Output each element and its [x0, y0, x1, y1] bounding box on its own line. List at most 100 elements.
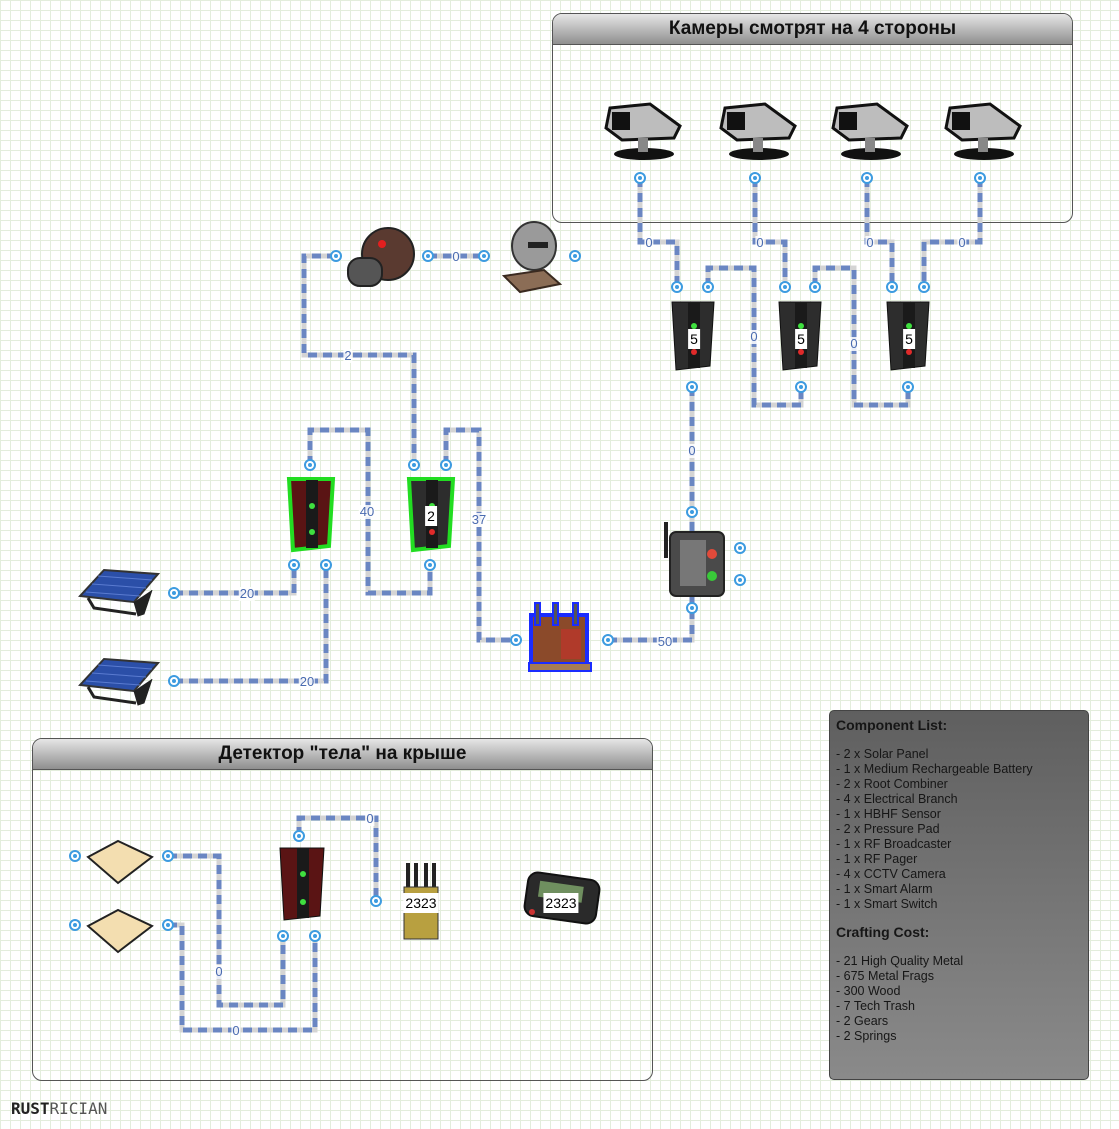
root-combiner-icon: [286, 477, 336, 553]
smart-alarm[interactable]: [500, 218, 564, 301]
wire-label-cam1: 0: [644, 235, 654, 250]
port-cam3-out[interactable]: [861, 172, 873, 184]
port-alarm-in[interactable]: [478, 250, 490, 262]
port-combiner2-in1[interactable]: [277, 930, 289, 942]
port-pad1-out[interactable]: [162, 850, 174, 862]
port-branch2-out[interactable]: [795, 381, 807, 393]
port-pad1-in[interactable]: [69, 850, 81, 862]
port-branch1-in2[interactable]: [702, 281, 714, 293]
component-list-item: - 1 x Smart Alarm: [836, 882, 933, 896]
port-solar2-out[interactable]: [168, 675, 180, 687]
port-solar1-out[interactable]: [168, 587, 180, 599]
port-battery-out[interactable]: [602, 634, 614, 646]
wire-branch-to-battery[interactable]: [443, 427, 516, 643]
wire-label-pad2: 0: [231, 1023, 241, 1038]
root-combiner-1[interactable]: [286, 476, 336, 559]
group-cameras-title: Камеры смотрят на 4 стороны: [553, 14, 1072, 45]
solar-panel-1[interactable]: [77, 566, 161, 625]
port-cam4-out[interactable]: [974, 172, 986, 184]
medium-rechargeable-battery[interactable]: [527, 601, 595, 678]
component-list-item: - 1 x RF Pager: [836, 852, 918, 866]
port-branch1-in[interactable]: [671, 281, 683, 293]
branch-1-value: 5: [688, 329, 700, 349]
crafting-cost-heading: Crafting Cost:: [836, 924, 930, 940]
wire-cam2[interactable]: [752, 178, 788, 287]
port-branch1-out[interactable]: [686, 381, 698, 393]
port-broadcaster-in[interactable]: [370, 895, 382, 907]
port-branch3-out[interactable]: [902, 381, 914, 393]
wire-switch-to-branch[interactable]: [301, 253, 417, 465]
cctv-camera-icon: [719, 102, 797, 160]
cctv-camera-1[interactable]: [602, 98, 684, 167]
port-combiner1-in2[interactable]: [320, 559, 332, 571]
pressure-pad-1[interactable]: [86, 839, 156, 890]
cctv-camera-icon: [831, 102, 909, 160]
port-combiner1-out[interactable]: [304, 459, 316, 471]
hbhf-sensor-icon: [347, 227, 415, 287]
port-branch3-in2[interactable]: [918, 281, 930, 293]
cctv-camera-3[interactable]: [829, 98, 911, 167]
rustrician-logo: RUSTRICIAN: [11, 1099, 107, 1119]
port-combiner2-in2[interactable]: [309, 930, 321, 942]
component-list-item: - 4 x CCTV Camera: [836, 867, 946, 881]
port-branch3-in[interactable]: [886, 281, 898, 293]
port-combiner2-out[interactable]: [293, 830, 305, 842]
port-branch4-power[interactable]: [424, 559, 436, 571]
wire-battery-to-switch[interactable]: [608, 608, 695, 643]
cctv-camera-4[interactable]: [942, 98, 1024, 167]
component-list-heading: Component List:: [836, 717, 948, 733]
pressure-pad-icon: [86, 839, 154, 885]
wire-solar2[interactable]: [174, 565, 329, 684]
port-pad2-in[interactable]: [69, 919, 81, 931]
wire-solar1[interactable]: [174, 565, 297, 596]
port-switch-in[interactable]: [686, 506, 698, 518]
cctv-camera-icon: [604, 102, 682, 160]
wire-label-branch-link1: 0: [749, 329, 759, 344]
port-branch4-out[interactable]: [440, 459, 452, 471]
cctv-camera-2[interactable]: [717, 98, 799, 167]
port-cam2-out[interactable]: [749, 172, 761, 184]
port-switch-out2[interactable]: [734, 574, 746, 586]
medium-rechargeable-battery-icon: [528, 602, 592, 672]
smart-switch-icon: [664, 522, 725, 597]
wire-label-branch-to-battery: 37: [470, 512, 488, 527]
wire-cam3[interactable]: [864, 178, 895, 287]
group-roof-detector: Детектор "тела" на крыше: [32, 738, 653, 1081]
wire-cam1[interactable]: [637, 178, 680, 287]
port-cam1-out[interactable]: [634, 172, 646, 184]
wire-label-hbhf-to-alarm: 0: [451, 249, 461, 264]
wire-cam4[interactable]: [921, 178, 983, 287]
wire-pad1[interactable]: [168, 853, 286, 1008]
root-combiner-2[interactable]: [278, 846, 326, 927]
port-branch2-in2[interactable]: [809, 281, 821, 293]
port-pad2-out[interactable]: [162, 919, 174, 931]
port-switch-out1[interactable]: [734, 542, 746, 554]
port-switch-power[interactable]: [686, 602, 698, 614]
port-branch4-in[interactable]: [408, 459, 420, 471]
wire-label-pad1: 0: [214, 964, 224, 979]
port-hbhf-in[interactable]: [330, 250, 342, 262]
wire-pad2[interactable]: [168, 922, 318, 1033]
smart-switch[interactable]: [662, 520, 728, 605]
component-list-item: - 4 x Electrical Branch: [836, 792, 958, 806]
wire-roof-combiner-out[interactable]: [296, 815, 379, 901]
port-combiner1-in1[interactable]: [288, 559, 300, 571]
component-list-item: - 2 x Root Combiner: [836, 777, 948, 791]
port-branch2-in[interactable]: [779, 281, 791, 293]
wire-branch-link2[interactable]: [812, 265, 911, 408]
wire-label-cam4: 0: [957, 235, 967, 250]
hbhf-sensor[interactable]: [344, 222, 416, 299]
port-hbhf-out[interactable]: [422, 250, 434, 262]
crafting-cost-list: - 21 High Quality Metal - 675 Metal Frag…: [836, 954, 1082, 1044]
logo-bold-part: RUST: [11, 1099, 50, 1118]
crafting-cost-item: - 21 High Quality Metal: [836, 954, 964, 968]
port-battery-in[interactable]: [510, 634, 522, 646]
port-alarm-out[interactable]: [569, 250, 581, 262]
component-list-panel: Component List: - 2 x Solar Panel - 1 x …: [829, 710, 1089, 1080]
component-list: - 2 x Solar Panel - 1 x Medium Rechargea…: [836, 747, 1082, 912]
rf-pager-frequency: 2323: [543, 893, 579, 913]
pressure-pad-2[interactable]: [86, 908, 156, 959]
solar-panel-2[interactable]: [77, 655, 161, 714]
wire-label-cam2: 0: [755, 235, 765, 250]
wire-label-combiner-to-branch: 40: [358, 504, 376, 519]
